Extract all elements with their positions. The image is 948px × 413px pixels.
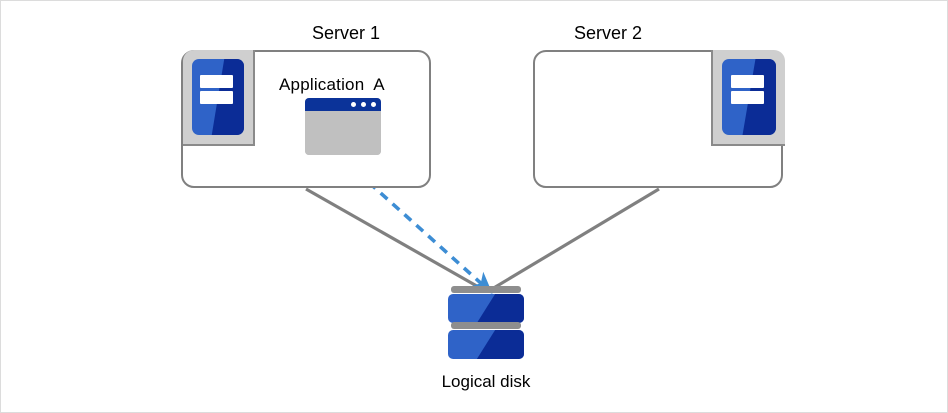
server2-title: Server 2 xyxy=(573,23,643,43)
server-bar-top xyxy=(200,74,233,88)
server-icon xyxy=(183,50,255,146)
disk-slab-lower xyxy=(448,330,524,359)
app-window-body xyxy=(305,111,381,155)
disk-plate-top xyxy=(451,286,521,293)
server1-title: Server 1 xyxy=(311,23,381,43)
window-dot-icon xyxy=(371,102,376,107)
application-label: Application A xyxy=(279,75,385,94)
server-bar-bottom xyxy=(200,90,233,104)
server-chip xyxy=(722,59,776,135)
window-dot-icon xyxy=(361,102,366,107)
server2-box[interactable] xyxy=(533,50,785,188)
disk-plate-middle xyxy=(451,322,521,329)
server-bar-bottom xyxy=(730,90,765,104)
window-dot-icon xyxy=(351,102,356,107)
server-chip xyxy=(192,59,244,135)
server-icon xyxy=(711,50,785,146)
app-window-titlebar xyxy=(305,98,381,111)
logical-disk-label: Logical disk xyxy=(441,372,531,391)
server1-box[interactable] xyxy=(181,50,431,188)
connector-server1-to-disk xyxy=(305,187,483,291)
app-window-icon[interactable] xyxy=(305,98,381,155)
logical-disk-icon[interactable] xyxy=(448,286,524,364)
server-bar-top xyxy=(730,74,765,88)
connector-server2-to-disk xyxy=(491,187,660,291)
disk-slab-upper xyxy=(448,294,524,323)
